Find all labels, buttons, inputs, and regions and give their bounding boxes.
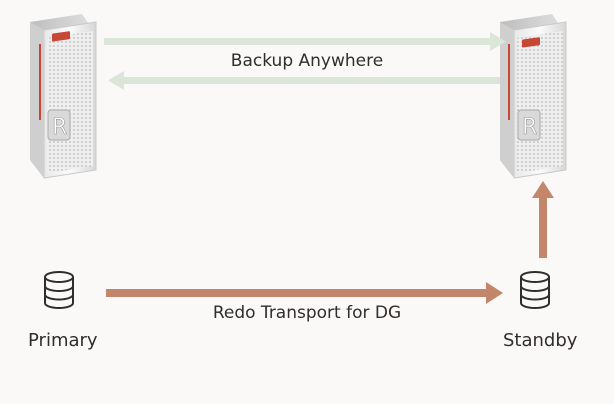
redo-label: Redo Transport for DG (212, 303, 402, 323)
server-left: R (30, 14, 97, 179)
server-rack-icon: R (500, 14, 567, 179)
server-right: R (500, 14, 567, 179)
backup-arrow-right (104, 32, 506, 51)
server-rack-icon: R (30, 14, 97, 179)
backup-arrow-left (108, 71, 500, 90)
database-icon (520, 271, 550, 309)
server-badge: R (52, 115, 67, 140)
backup-label: Backup Anywhere (230, 51, 384, 71)
redo-arrow (106, 282, 503, 304)
standby-up-arrow (532, 181, 554, 258)
primary-label: Primary (28, 330, 98, 351)
server-badge: R (522, 115, 537, 140)
database-icon (44, 271, 74, 309)
standby-label: Standby (503, 330, 578, 351)
